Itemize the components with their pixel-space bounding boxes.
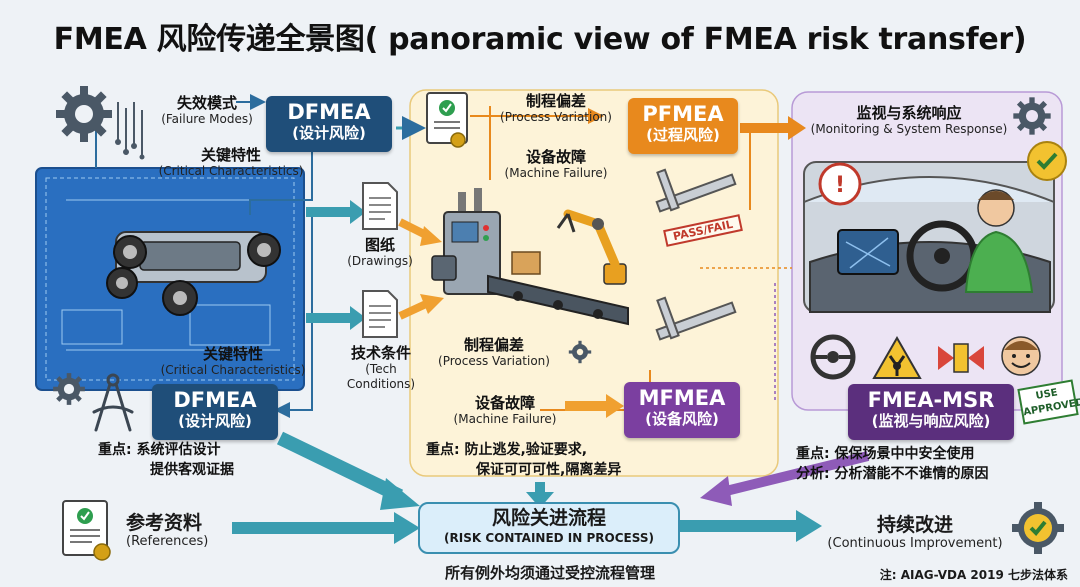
compass-icon bbox=[92, 373, 134, 432]
monitor-focus-label: 重点: bbox=[796, 446, 830, 462]
risk-contained-box[interactable]: 风险关进流程 (RISK CONTAINED IN PROCESS) bbox=[418, 502, 680, 554]
critical-char-bottom-en: (Critical Characteristics) bbox=[160, 363, 306, 377]
references-doc-icon bbox=[62, 500, 111, 561]
references-cn: 参考资料 bbox=[126, 512, 203, 534]
machine-failure-bottom-label: 设备故障 (Machine Failure) bbox=[446, 394, 564, 427]
blueprint-panel bbox=[35, 167, 305, 391]
pfmea-sub: (过程风险) bbox=[646, 126, 720, 144]
monitor-analysis-text: 分析潜能不不谁情的原因 bbox=[834, 466, 989, 482]
monitor-analysis-label: 分析: bbox=[796, 466, 830, 482]
monitor-gear-icon bbox=[1013, 97, 1051, 135]
caliper-icon-bottom bbox=[655, 296, 737, 341]
small-gear-icon bbox=[53, 373, 85, 405]
dfmea-badge-bottom[interactable]: DFMEA (设计风险) bbox=[152, 384, 278, 440]
critical-char-top-label: 关键特性 (Critical Characteristics) bbox=[156, 146, 306, 179]
drawings-doc-icon bbox=[362, 182, 398, 230]
design-focus-line2: 提供客观证据 bbox=[150, 462, 234, 478]
pv-mid-en: (Process Variation) bbox=[438, 354, 550, 368]
tech-en-2: Conditions) bbox=[346, 377, 416, 391]
dfmea-bottom-name: DFMEA bbox=[173, 388, 257, 412]
pv-mid-cn: 制程偏差 bbox=[463, 336, 524, 354]
mfmea-badge[interactable]: MFMEA (设备风险) bbox=[624, 382, 740, 438]
circuit-icon bbox=[115, 102, 145, 160]
references-label: 参考资料 (References) bbox=[126, 512, 236, 549]
approval-star-icon bbox=[1027, 141, 1067, 181]
certificate-icon bbox=[426, 92, 468, 148]
continuous-improvement-label: 持续改进 (Continuous Improvement) bbox=[820, 514, 1010, 551]
monitoring-title-cn: 监视与系统响应 bbox=[856, 104, 962, 122]
pv-top-en: (Process Variation) bbox=[500, 110, 612, 124]
monitor-focus-note: 重点: 保保场景中中安全使用 分析: 分析潜能不不谁情的原因 bbox=[796, 444, 1076, 484]
dfmea-badge-top[interactable]: DFMEA (设计风险) bbox=[266, 96, 392, 152]
pfmea-badge[interactable]: PFMEA (过程风险) bbox=[628, 98, 738, 154]
failure-modes-label: 失效模式 (Failure Modes) bbox=[152, 94, 262, 127]
mf-bottom-en: (Machine Failure) bbox=[453, 412, 557, 426]
critical-char-top-cn: 关键特性 bbox=[200, 146, 261, 164]
compare-arrows-icon bbox=[938, 343, 984, 373]
process-variation-mid-label: 制程偏差 (Process Variation) bbox=[430, 336, 558, 369]
monitor-focus-text: 保保场景中中安全使用 bbox=[834, 446, 975, 462]
monitoring-title: 监视与系统响应 (Monitoring & System Response) bbox=[806, 104, 1012, 137]
critical-char-bottom-label: 关键特性 (Critical Characteristics) bbox=[152, 345, 314, 378]
mf-top-en: (Machine Failure) bbox=[504, 166, 608, 180]
design-focus-note: 重点: 系统评估设计 提供客观证据 bbox=[98, 440, 278, 480]
gear-icon bbox=[56, 86, 112, 142]
pv-top-cn: 制程偏差 bbox=[525, 92, 586, 110]
tech-en-1: (Tech bbox=[365, 362, 397, 376]
fmea-msr-name: FMEA-MSR bbox=[867, 388, 995, 412]
ci-cn: 持续改进 bbox=[876, 514, 953, 536]
dfmea-top-sub: (设计风险) bbox=[292, 124, 366, 142]
drawings-en: (Drawings) bbox=[347, 254, 413, 268]
failure-modes-cn: 失效模式 bbox=[176, 94, 237, 112]
process-focus-line2: 保证可可可性,隔离差异 bbox=[476, 462, 622, 478]
references-en: (References) bbox=[126, 534, 209, 549]
hazard-warning-icon bbox=[872, 336, 922, 379]
pfmea-name: PFMEA bbox=[642, 102, 724, 126]
car-interior-illustration: ! bbox=[803, 161, 1055, 313]
process-gear-icon bbox=[568, 340, 592, 364]
tech-doc-icon bbox=[362, 290, 398, 338]
production-line-illustration bbox=[431, 188, 629, 326]
svg-text:!: ! bbox=[835, 173, 845, 198]
dfmea-top-name: DFMEA bbox=[287, 100, 371, 124]
mfmea-sub: (设备风险) bbox=[645, 410, 719, 428]
ci-en: (Continuous Improvement) bbox=[827, 536, 1003, 551]
drawings-label: 图纸 (Drawings) bbox=[340, 236, 420, 269]
risk-note: 所有例外均须通过受控流程管理 bbox=[444, 564, 655, 582]
process-panel bbox=[409, 89, 779, 477]
drawings-cn: 图纸 bbox=[364, 236, 395, 254]
steering-wheel-icon bbox=[810, 334, 856, 380]
risk-contained-cn: 风险关进流程 bbox=[491, 507, 606, 529]
process-focus-line1: 防止逃发,验证要求, bbox=[464, 442, 588, 458]
happy-user-icon bbox=[1001, 336, 1041, 376]
process-focus-note: 重点: 防止逃发,验证要求, 保证可可可性,隔离差异 bbox=[426, 440, 716, 480]
improvement-medal-icon bbox=[1012, 502, 1064, 554]
page-title: FMEA 风险传递全景图( panoramic view of FMEA ris… bbox=[53, 22, 1027, 57]
dfmea-bottom-sub: (设计风险) bbox=[178, 412, 252, 430]
fmea-msr-sub: (监视与响应风险) bbox=[871, 412, 991, 430]
process-variation-top-label: 制程偏差 (Process Variation) bbox=[494, 92, 618, 125]
mfmea-name: MFMEA bbox=[638, 386, 726, 410]
critical-char-bottom-cn: 关键特性 bbox=[202, 345, 263, 363]
tech-conditions-label: 技术条件 (Tech Conditions) bbox=[336, 344, 426, 392]
machine-failure-top-label: 设备故障 (Machine Failure) bbox=[494, 148, 618, 181]
mf-top-cn: 设备故障 bbox=[525, 148, 586, 166]
monitoring-title-en: (Monitoring & System Response) bbox=[810, 122, 1008, 136]
tech-cn: 技术条件 bbox=[350, 344, 411, 362]
mf-bottom-cn: 设备故障 bbox=[474, 394, 535, 412]
critical-char-top-en: (Critical Characteristics) bbox=[158, 164, 304, 178]
failure-modes-en: (Failure Modes) bbox=[161, 112, 253, 126]
fmea-msr-badge[interactable]: FMEA-MSR (监视与响应风险) bbox=[848, 384, 1014, 440]
caliper-icon-top bbox=[655, 168, 737, 213]
footnote: 注: AIAG-VDA 2019 七步法体系 bbox=[879, 568, 1068, 582]
process-focus-label: 重点: bbox=[426, 442, 460, 458]
design-focus-line1: 系统评估设计 bbox=[136, 442, 221, 458]
risk-contained-en: (RISK CONTAINED IN PROCESS) bbox=[444, 531, 654, 545]
design-focus-label: 重点: bbox=[98, 442, 132, 458]
car-chassis-illustration bbox=[106, 231, 281, 316]
